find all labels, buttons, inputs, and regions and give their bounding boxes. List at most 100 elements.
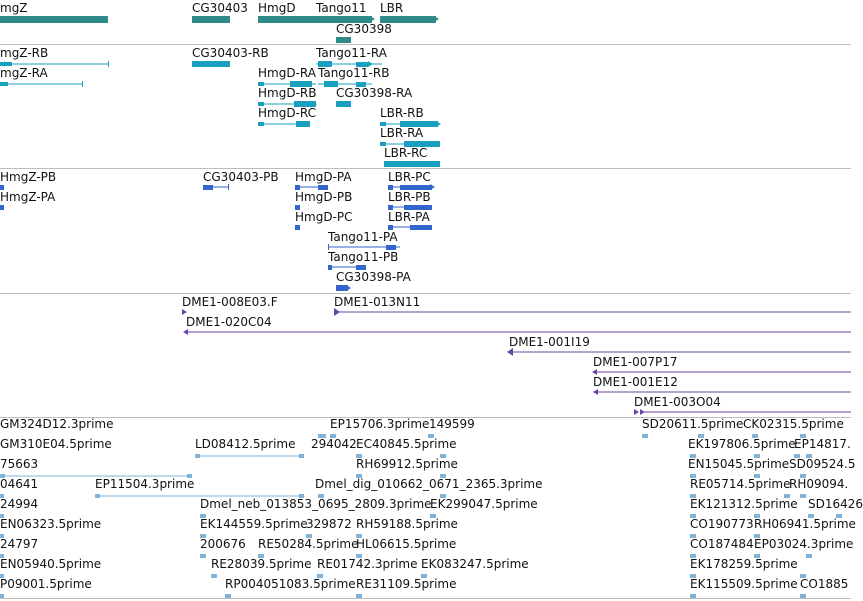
transcript-exon[interactable]	[404, 141, 440, 147]
protein-glyph[interactable]	[388, 225, 393, 230]
est-label[interactable]: 294042	[311, 437, 357, 451]
est-glyph[interactable]	[754, 514, 760, 518]
est-glyph[interactable]	[690, 454, 696, 458]
est-glyph[interactable]	[690, 574, 696, 578]
est-label[interactable]: SD20611.5prime	[642, 417, 744, 431]
protein-glyph[interactable]	[0, 185, 4, 190]
protein-label[interactable]: HmgD-PC	[295, 210, 353, 224]
est-glyph[interactable]	[806, 454, 812, 458]
gene-glyph[interactable]	[336, 37, 351, 43]
protein-label[interactable]: LBR-PB	[388, 190, 431, 204]
est-glyph[interactable]	[754, 554, 760, 558]
gene-strand-arrow[interactable]	[370, 16, 375, 22]
protein-glyph[interactable]	[410, 225, 432, 230]
est-glyph[interactable]	[752, 434, 758, 438]
est-label[interactable]: RE31109.5prime	[356, 577, 457, 591]
est-glyph[interactable]	[690, 554, 696, 558]
protein-glyph[interactable]	[203, 185, 213, 190]
est-label[interactable]: CO190773	[690, 517, 754, 531]
protein-label[interactable]: LBR-PC	[388, 170, 431, 184]
transcript-exon[interactable]	[192, 61, 230, 67]
est-glyph[interactable]	[642, 434, 648, 438]
est-label[interactable]: EP03024.3prime	[754, 537, 854, 551]
est-label[interactable]: CO1885	[800, 577, 849, 591]
est-glyph[interactable]	[800, 474, 806, 478]
est-glyph[interactable]	[754, 534, 760, 538]
est-glyph[interactable]	[784, 494, 790, 498]
protein-glyph[interactable]	[0, 205, 4, 210]
transcript-strand-arrow[interactable]	[436, 121, 441, 127]
protein-label[interactable]: HmgD-PA	[295, 170, 352, 184]
clone-label[interactable]: DME1-008E03.F	[182, 295, 278, 309]
transcript-exon[interactable]	[324, 81, 338, 87]
transcript-label[interactable]: CG30398-RA	[336, 86, 413, 100]
transcript-exon[interactable]	[294, 101, 316, 107]
est-label[interactable]: EK178259.5prime	[690, 557, 798, 571]
est-label[interactable]: 24797	[0, 537, 39, 551]
est-label[interactable]: Dmel_neb_013853_0695_2809.3prime	[200, 497, 432, 511]
est-label[interactable]: 04641	[0, 477, 39, 491]
est-glyph[interactable]	[317, 574, 323, 578]
clone-end-arrow[interactable]	[634, 409, 639, 415]
transcript-label[interactable]: LBR-RA	[380, 126, 424, 140]
protein-glyph[interactable]	[404, 205, 432, 210]
est-label[interactable]: EN06323.5prime	[0, 517, 102, 531]
est-glyph[interactable]	[800, 574, 806, 578]
est-label[interactable]: EN15045.5prime	[688, 457, 790, 471]
est-glyph[interactable]	[794, 454, 800, 458]
clone-label[interactable]: DME1-003O04	[634, 395, 721, 409]
gene-label[interactable]: CG30398	[336, 22, 392, 36]
est-glyph[interactable]	[808, 514, 814, 518]
est-label[interactable]: LD08412.5prime	[195, 437, 296, 451]
protein-label[interactable]: HmgZ-PB	[0, 170, 57, 184]
est-glyph[interactable]	[0, 534, 4, 538]
est-label[interactable]: GM310E04.5prime	[0, 437, 112, 451]
protein-glyph[interactable]	[400, 185, 432, 190]
est-glyph[interactable]	[195, 454, 200, 458]
est-glyph[interactable]	[318, 434, 326, 438]
est-glyph[interactable]	[0, 574, 4, 578]
transcript-label[interactable]: mgZ-RB	[0, 46, 49, 60]
gene-strand-arrow[interactable]	[434, 16, 439, 22]
est-glyph[interactable]	[0, 554, 4, 558]
est-glyph[interactable]	[690, 594, 696, 598]
protein-label[interactable]: Tango11-PB	[328, 250, 399, 264]
protein-glyph[interactable]	[295, 205, 300, 210]
protein-glyph[interactable]	[328, 265, 332, 270]
protein-glyph[interactable]	[228, 184, 229, 190]
est-glyph[interactable]	[800, 434, 806, 438]
transcript-exon[interactable]	[290, 81, 312, 87]
est-glyph[interactable]	[440, 454, 446, 458]
est-glyph[interactable]	[800, 594, 806, 598]
est-glyph[interactable]	[225, 594, 231, 598]
est-glyph[interactable]	[806, 554, 812, 558]
transcript-exon[interactable]	[258, 122, 264, 126]
est-label[interactable]: RP004051083.5prime	[225, 577, 356, 591]
gene-glyph[interactable]	[316, 16, 372, 23]
est-glyph[interactable]	[330, 434, 336, 438]
clone-label[interactable]: DME1-001E12	[593, 375, 678, 389]
est-label[interactable]: HL06615.5prime	[356, 537, 457, 551]
est-label[interactable]: 149599	[429, 417, 475, 431]
est-glyph[interactable]	[211, 574, 217, 578]
est-glyph[interactable]	[200, 554, 206, 558]
transcript-strand-arrow[interactable]	[312, 101, 317, 107]
transcript-exon[interactable]	[108, 61, 109, 67]
protein-strand-arrow[interactable]	[346, 285, 351, 291]
est-glyph[interactable]	[440, 474, 446, 478]
est-label[interactable]: EK115509.5prime	[690, 577, 798, 591]
est-glyph[interactable]	[356, 594, 362, 598]
gene-label[interactable]: Tango11	[316, 1, 367, 15]
est-label[interactable]: 329872	[306, 517, 352, 531]
est-glyph[interactable]	[440, 494, 446, 498]
gene-label[interactable]: HmgD	[258, 1, 296, 15]
est-label[interactable]: EC40845.5prime	[356, 437, 457, 451]
est-label[interactable]: RH09094.	[789, 477, 849, 491]
transcript-label[interactable]: HmgD-RB	[258, 86, 317, 100]
est-glyph[interactable]	[0, 594, 4, 598]
protein-label[interactable]: CG30398-PA	[336, 270, 411, 284]
clone-label[interactable]: DME1-007P17	[593, 355, 678, 369]
transcript-exon[interactable]	[0, 82, 8, 86]
est-label[interactable]: RE50284.5prime	[258, 537, 359, 551]
